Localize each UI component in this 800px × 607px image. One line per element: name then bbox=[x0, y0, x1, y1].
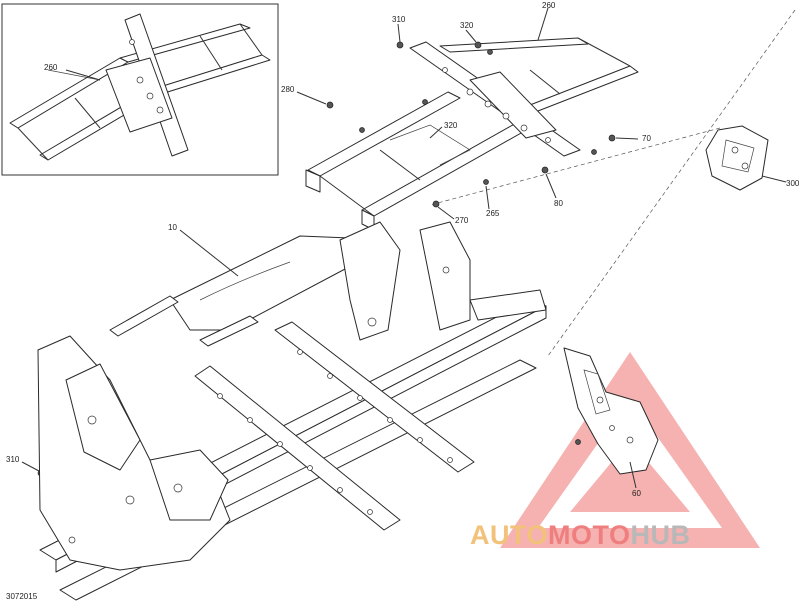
callout-310-top: 310 bbox=[392, 15, 406, 24]
callout-320-top: 320 bbox=[460, 21, 474, 30]
nut-320 bbox=[474, 41, 482, 49]
watermark-text-moto: MOTO bbox=[548, 520, 631, 550]
inset-subframe-260 bbox=[9, 13, 271, 161]
watermark-text-hub: HUB bbox=[630, 520, 691, 550]
watermark-logo: AUTOMOTOHUB bbox=[470, 522, 691, 549]
callout-270: 270 bbox=[455, 216, 469, 225]
callout-70: 70 bbox=[642, 134, 651, 143]
subframe-260 bbox=[305, 37, 639, 231]
callout-260-main: 260 bbox=[542, 1, 556, 10]
nut-280 bbox=[326, 101, 334, 109]
document-number: 3072015 bbox=[6, 592, 38, 601]
callout-260-inset: 260 bbox=[44, 63, 58, 72]
nut-310 bbox=[396, 41, 404, 49]
projection-lines bbox=[429, 9, 796, 357]
watermark-text-auto: AUTO bbox=[470, 520, 549, 550]
fasteners bbox=[37, 41, 616, 477]
callout-80: 80 bbox=[554, 199, 563, 208]
inset-box: 260 bbox=[1, 3, 279, 176]
callout-300: 300 bbox=[786, 179, 800, 188]
callout-310-left: 310 bbox=[6, 455, 20, 464]
callout-265: 265 bbox=[486, 209, 500, 218]
callout-280: 280 bbox=[281, 85, 295, 94]
bolt-70 bbox=[608, 134, 616, 142]
bracket-300 bbox=[705, 125, 769, 191]
leader-lines bbox=[21, 7, 787, 489]
skid-rails bbox=[194, 321, 475, 531]
callout-10: 10 bbox=[168, 223, 177, 232]
nut-80 bbox=[541, 166, 549, 174]
bracket-60 bbox=[563, 347, 659, 475]
callout-320-mid: 320 bbox=[444, 121, 458, 130]
bolt-265 bbox=[483, 179, 489, 185]
callout-60: 60 bbox=[632, 489, 641, 498]
